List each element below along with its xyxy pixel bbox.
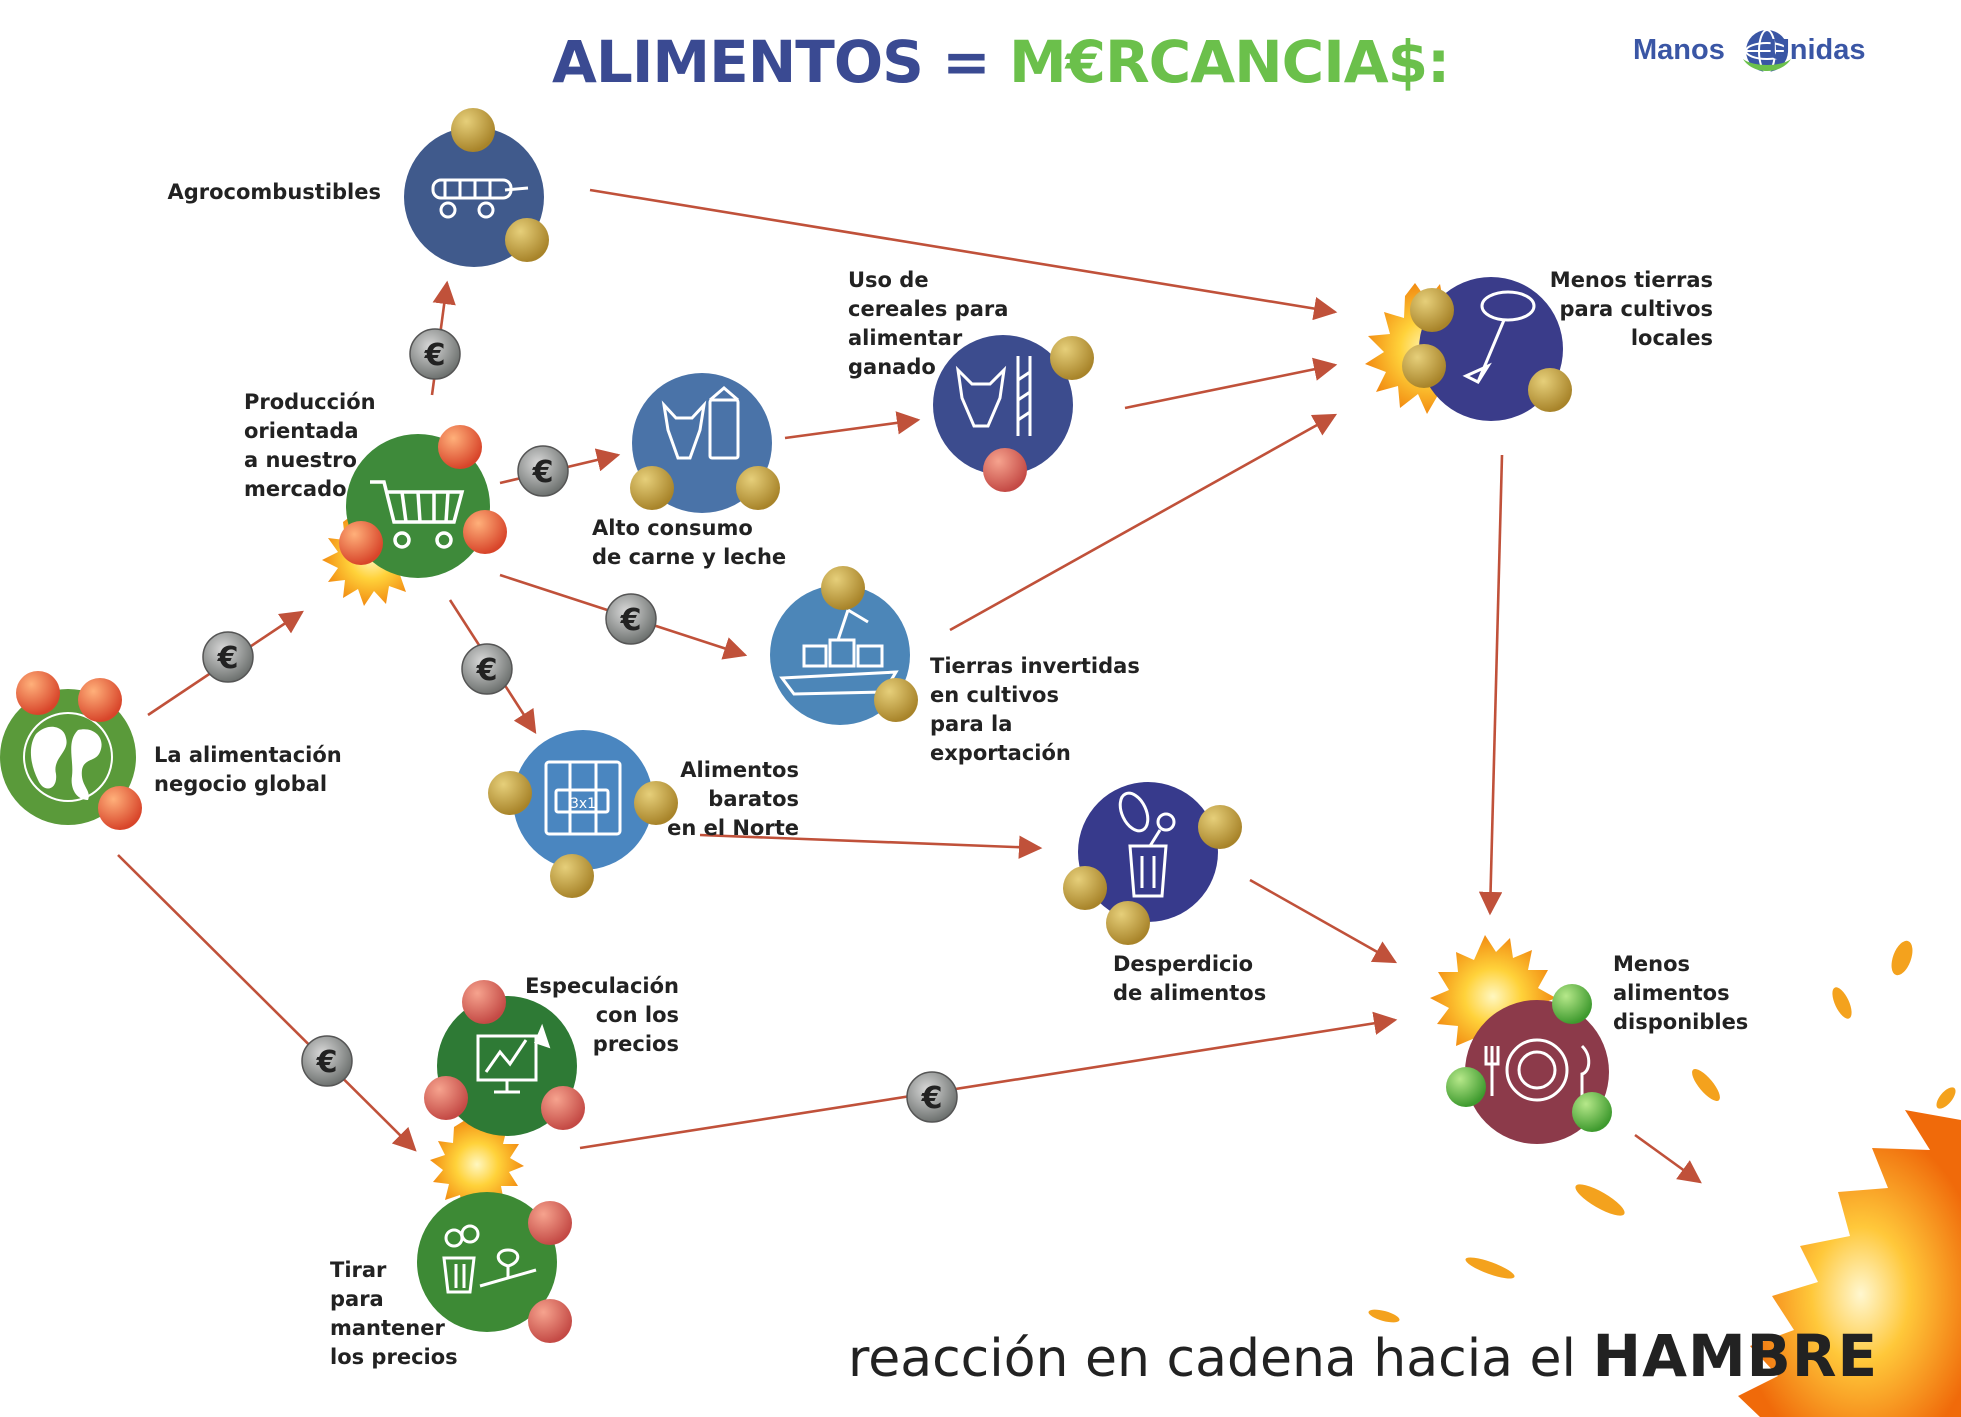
label-desperdicio: Desperdicio de alimentos [1113,952,1267,1005]
node-agrocombustibles [404,108,549,267]
node-tirar [417,1192,572,1343]
shopping-cart-icon [370,480,465,549]
arrow-agro-to-tierras [589,188,1338,321]
spark [1692,1069,1720,1101]
label-carne: Alto consumo de carne y leche [592,516,787,569]
tractor-icon [431,178,529,219]
node-exportacion [770,566,918,725]
euro-symbol: € [476,653,498,688]
label-global: La alimentación negocio global [154,743,342,796]
label-exportacion: Tierras invertidas en cultivos para la e… [930,654,1140,765]
stock-chart-icon [476,1023,551,1094]
label-baratos: Alimentos baratos en el Norte [667,758,799,840]
node-produccion [339,425,507,578]
euro-coin: € [461,643,513,695]
euro-coin: € [301,1035,353,1087]
sparks [1368,940,1956,1323]
scale-trash-icon [442,1224,537,1294]
label-tirar: Tirar para mantener los precios [330,1258,458,1369]
node-carne [630,373,780,513]
arrow-baratos-to-desperdicio [699,833,1043,859]
arrow-desperdicio-to-menos [1249,878,1398,964]
node-cereales [933,335,1094,492]
arrow-menos-to-hambre [1634,1133,1702,1184]
node-menos-alimentos [1446,984,1612,1144]
burst-especulacion [430,1117,524,1212]
footer-emphasis: HAMBRE [1592,1322,1879,1390]
euro-symbol: € [620,603,642,638]
cow-milk-icon [661,386,740,460]
nodes: 3x1 [0,108,1612,1343]
euro-symbol: € [921,1081,943,1116]
footer-text: reacción en cadena hacia el [848,1329,1593,1389]
euro-coin: € [517,445,569,497]
brand-left: Manos [1633,34,1725,66]
euro-coins: € € € € € € € [202,328,958,1123]
euro-coin: € [605,593,657,645]
trash-bin-icon [1118,791,1176,898]
arrow-especulacion-to-menos [579,1011,1398,1150]
label-menos-alimentos: Menos alimentos disponibles [1613,952,1749,1034]
arrow-tierras-to-menos [1478,454,1504,916]
discount-label: 3x1 [570,796,596,812]
arrow-global-to-tirar [117,854,417,1152]
hoe-icon [1462,290,1536,384]
label-menos-tierras: Menos tierras para cultivos locales [1549,268,1713,350]
label-cereales: Uso de cereales para alimentar ganado [848,268,1009,379]
title-right: M€RCANCIA$: [1008,28,1450,96]
empty-plate-icon [1484,1038,1591,1102]
euro-symbol: € [424,338,446,373]
cow-cereal-icon [955,356,1032,436]
spark [1575,1184,1625,1216]
spark [1891,940,1913,976]
spark [1936,1087,1956,1109]
euro-coin: € [202,631,254,683]
euro-symbol: € [316,1045,338,1080]
brand-right: Unidas [1768,34,1866,66]
arrow-cereales-to-tierras [1124,357,1338,410]
spark [1832,987,1852,1019]
euro-coin: € [906,1071,958,1123]
page-title: ALIMENTOS = M€RCANCIA$: [552,28,1450,96]
label-especulacion: Especulación con los precios [525,974,679,1056]
node-global [0,671,142,830]
node-especulacion [424,980,585,1136]
euro-symbol: € [532,455,554,490]
euro-symbol: € [217,641,239,676]
spark [1465,1257,1515,1279]
spark [1368,1309,1400,1323]
node-menos-tierras [1402,277,1572,421]
label-produccion: Producción orientada a nuestro mercado [244,390,376,501]
node-desperdicio [1063,782,1242,945]
title-left: ALIMENTOS = [552,28,1009,96]
node-baratos: 3x1 [488,730,678,898]
arrow-carne-to-cereales [784,411,921,440]
brand-logo: Manos Unidas [1633,34,1866,67]
brand-globe-icon [1743,29,1791,73]
footer-tagline: reacción en cadena hacia el HAMBRE [848,1322,1878,1390]
euro-coin: € [409,328,461,380]
discount-packs-icon [544,760,622,836]
burst-hambre [1738,1110,1961,1417]
arrow-exportacion-to-tierras [949,413,1338,632]
label-agrocombustibles: Agrocombustibles [167,180,381,204]
globe-icon [23,712,113,802]
